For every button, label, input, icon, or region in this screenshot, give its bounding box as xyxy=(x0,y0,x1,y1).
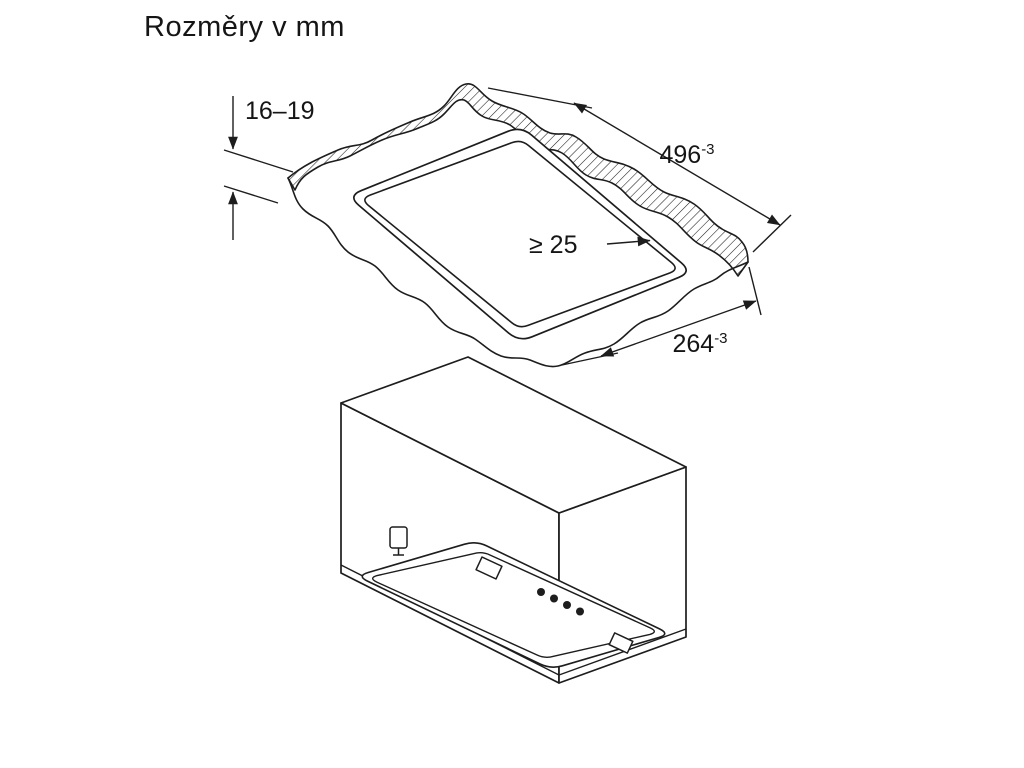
dim-width-ext-left xyxy=(561,352,619,366)
light-right xyxy=(608,632,634,654)
dim-width xyxy=(561,266,762,366)
dim-thickness-label: 16–19 xyxy=(245,97,315,125)
page-title: Rozměry v mm xyxy=(144,11,345,43)
dim-clearance-arrow xyxy=(606,236,651,247)
dim-clearance-label: ≥ 25 xyxy=(529,231,577,259)
light-left xyxy=(475,556,503,580)
power-connection-icon xyxy=(389,526,408,556)
dim-width-label: 264-3 xyxy=(672,330,727,358)
control-button xyxy=(563,601,571,609)
cutout-drawing: 16–19 496-3 ≥ 25 xyxy=(223,83,792,368)
dim-length xyxy=(487,87,792,253)
hood-drawing xyxy=(340,356,687,684)
control-buttons xyxy=(537,588,584,616)
control-button xyxy=(537,588,545,596)
dim-length-line xyxy=(573,102,781,226)
hood-top-face xyxy=(340,356,687,514)
dim-thickness-ext-top xyxy=(223,149,294,173)
dim-length-ext-right xyxy=(752,214,792,253)
dim-clearance xyxy=(606,236,651,247)
dim-thickness xyxy=(223,96,294,240)
dim-width-ext-right xyxy=(748,266,762,316)
hood-tray-crease-right xyxy=(558,628,687,676)
dim-length-label: 496-3 xyxy=(659,141,714,169)
panel-cut-edge-hatch xyxy=(287,83,749,277)
filter-panel-outer xyxy=(361,542,666,668)
cutout-rim-outer xyxy=(353,128,687,340)
filter-panel-inner xyxy=(371,552,656,658)
dim-thickness-ext-bottom xyxy=(223,185,279,204)
control-button xyxy=(576,607,584,616)
cutout-rim-inner xyxy=(364,140,676,328)
control-button xyxy=(550,594,558,603)
dim-width-line xyxy=(600,300,757,357)
